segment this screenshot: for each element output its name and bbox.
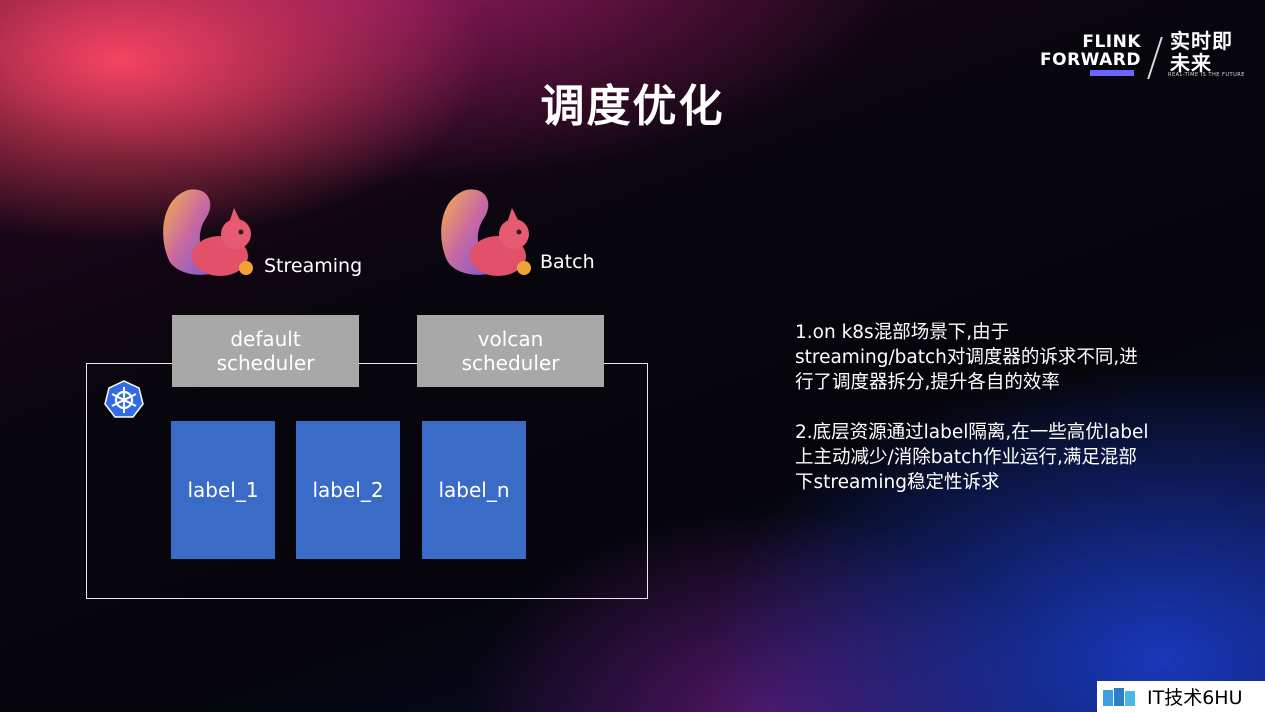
note-1: 1.on k8s混部场景下,由于streaming/batch对调度器的诉求不同… [795, 322, 1138, 393]
streaming-label: Streaming [264, 255, 363, 277]
watermark-text: IT技术6HU [1147, 687, 1243, 709]
note-2: 2.底层资源通过label隔离,在一些高优label上主动减少/消除batch作… [795, 422, 1149, 493]
watermark: IT技术6HU [1097, 681, 1265, 712]
scheduler-line-1: default [230, 327, 301, 351]
scheduler-line-1: volcan [477, 327, 544, 351]
logo-line-1: FLINK [1082, 32, 1142, 52]
kubernetes-helm-icon [104, 380, 144, 418]
default-scheduler-box: default scheduler [172, 315, 359, 387]
slide-title: 调度优化 [540, 81, 725, 132]
label-box-1: label_1 [171, 421, 275, 559]
logo-tagline-cn: 实时即未来 [1170, 29, 1233, 75]
logo-line-2: FORWARD [1040, 50, 1142, 70]
label-box-2: label_2 [296, 421, 400, 559]
flink-squirrel-icon [163, 189, 253, 276]
logo-tagline-en: REAL-TIME IS THE FUTURE [1168, 72, 1245, 78]
batch-label: Batch [540, 251, 595, 273]
k8s-cluster-frame [86, 363, 648, 599]
books-icon [1103, 687, 1135, 706]
scheduler-line-2: scheduler [461, 351, 560, 375]
label-box-n: label_n [422, 421, 526, 559]
volcan-scheduler-box: volcan scheduler [417, 315, 604, 387]
logo-asia-badge [1090, 70, 1134, 76]
flink-squirrel-icon [441, 189, 531, 276]
flink-forward-logo: FLINK FORWARD [1040, 33, 1141, 76]
scheduler-line-2: scheduler [216, 351, 315, 375]
notes-text: 1.on k8s混部场景下,由于streaming/batch对调度器的诉求不同… [795, 320, 1155, 520]
